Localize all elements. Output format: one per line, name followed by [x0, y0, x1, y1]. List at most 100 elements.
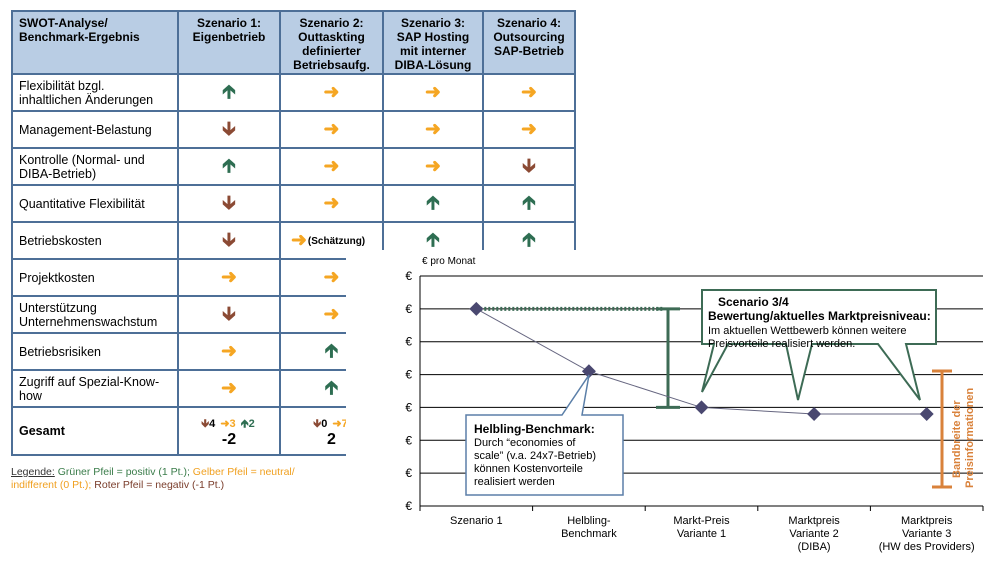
rating-cell: 🡳	[177, 184, 281, 223]
callout-text-line: scale” (v.a. 24x7-Betrieb)	[474, 450, 596, 462]
right-arrow-icon: ➜	[332, 417, 342, 430]
y-tick-label: €	[405, 433, 412, 447]
table-row: Quantitative Flexibilität 🡳 ➜ 🡱 🡱	[11, 184, 576, 223]
table-row: Flexibilität bzgl.inhaltlichen Änderunge…	[11, 73, 576, 112]
y-tick-label: €	[405, 400, 412, 414]
x-tick-label: Benchmark	[561, 528, 617, 540]
x-tick-label: Marktpreis	[788, 515, 840, 527]
score-scenario-2: 2	[327, 430, 336, 448]
header-line: Benchmark-Ergebnis	[19, 30, 140, 44]
right-arrow-icon: ➜	[323, 81, 340, 103]
x-tick-label: Variante 3	[902, 528, 951, 540]
callout-text-line: Im aktuellen Wettbewerb können weitere	[708, 325, 907, 337]
data-point-marker	[919, 407, 934, 421]
up-arrow-icon: 🡱	[324, 377, 339, 399]
legend-key: Legende:	[11, 466, 55, 478]
up-arrow-icon: 🡱	[426, 229, 440, 251]
up-arrow-icon: 🡱	[324, 340, 339, 362]
row-label: Management-Belastung	[11, 110, 179, 149]
header-scenario-1: Szenario 1: Eigenbetrieb	[177, 10, 281, 75]
rating-cell: ➜	[177, 332, 281, 371]
callout-text-line: können Kostenvorteile	[474, 463, 583, 475]
right-arrow-icon: ➜	[425, 155, 441, 177]
up-arrow-icon: 🡹	[240, 417, 249, 430]
table-header-row: SWOT-Analyse/ Benchmark-Ergebnis Szenari…	[11, 10, 576, 75]
right-arrow-icon: ➜	[425, 81, 441, 103]
right-arrow-icon: ➜	[425, 118, 441, 140]
rating-cell: ➜	[279, 147, 384, 186]
y-tick-label: €	[405, 499, 412, 513]
rating-cell: ➜	[279, 73, 384, 112]
header-line: SWOT-Analyse/	[19, 16, 108, 30]
x-tick-label: (DIBA)	[798, 541, 831, 553]
right-arrow-icon: ➜	[323, 266, 340, 288]
y-tick-label: €	[405, 269, 412, 283]
rating-cell: 🡱	[177, 73, 281, 112]
total-scenario-1: 🡻4 ➜3 🡹2 -2	[177, 406, 281, 456]
up-arrow-icon: 🡱	[522, 229, 536, 251]
right-arrow-icon: ➜	[221, 266, 237, 288]
right-arrow-icon: ➜	[221, 377, 237, 399]
down-arrow-icon: 🡻	[313, 417, 322, 430]
rating-cell: 🡱	[382, 184, 484, 223]
header-scenario-4: Szenario 4: Outsourcing SAP-Betrieb	[482, 10, 576, 75]
x-tick-label: Variante 1	[677, 528, 726, 540]
row-label: Quantitative Flexibilität	[11, 184, 179, 223]
data-point-marker	[581, 364, 596, 379]
down-arrow-icon: 🡳	[222, 303, 236, 325]
estimate-note: (Schätzung)	[307, 236, 366, 248]
down-arrow-icon: 🡳	[222, 118, 236, 140]
up-arrow-icon: 🡱	[426, 192, 440, 214]
callout-text-line: Helbling-Benchmark:	[474, 422, 595, 436]
price-band-label: Bandbreite der	[951, 400, 963, 478]
data-point-marker	[807, 407, 822, 421]
rating-cell: ➜	[482, 73, 576, 112]
up-arrow-icon: 🡱	[222, 155, 236, 177]
rating-cell: 🡳	[177, 110, 281, 149]
right-arrow-icon: ➜	[323, 155, 340, 177]
legend-yellow: Gelber Pfeil = neutral/ indifferent (0 P…	[11, 466, 295, 491]
callout-text-line: Bewertung/aktuelles Marktpreisniveau:	[708, 309, 931, 323]
x-tick-label: Marktpreis	[901, 515, 953, 527]
table-row: Management-Belastung 🡳 ➜ ➜ ➜	[11, 110, 576, 149]
right-arrow-icon: ➜	[323, 118, 340, 140]
scenario-callout-box	[701, 289, 937, 401]
right-arrow-icon: ➜	[291, 229, 307, 251]
down-arrow-icon: 🡻	[201, 417, 210, 430]
rating-cell: 🡱	[482, 184, 576, 223]
data-point-marker	[694, 400, 709, 415]
down-arrow-icon: 🡳	[222, 192, 236, 214]
score-scenario-1: -2	[221, 430, 237, 448]
legend: Legende: Grüner Pfeil = positiv (1 Pt.);…	[11, 466, 341, 492]
rating-cell: ➜	[279, 110, 384, 149]
right-arrow-icon: ➜	[323, 192, 340, 214]
y-tick-label: €	[405, 335, 412, 349]
right-arrow-icon: ➜	[323, 303, 340, 325]
callout-text-line: Preisvorteile realisiert werden.	[708, 338, 855, 350]
rating-cell: ➜	[382, 147, 484, 186]
rating-cell: ➜	[382, 110, 484, 149]
x-tick-label: Helbling-	[567, 515, 611, 527]
right-arrow-icon: ➜	[521, 118, 537, 140]
y-tick-label: €	[405, 368, 412, 382]
right-arrow-icon: ➜	[221, 340, 237, 362]
x-tick-label: Variante 2	[789, 528, 838, 540]
rating-cell: ➜	[382, 73, 484, 112]
down-arrow-icon: 🡳	[522, 155, 536, 177]
rating-cell: 🡱	[177, 147, 281, 186]
y-tick-label: €	[405, 302, 412, 316]
x-tick-label: Markt-Preis	[673, 515, 730, 527]
rating-cell: ➜	[482, 110, 576, 149]
rating-cell: ➜	[279, 184, 384, 223]
table-corner-header: SWOT-Analyse/ Benchmark-Ergebnis	[11, 10, 179, 75]
up-arrow-icon: 🡱	[222, 81, 236, 103]
price-band-label: Preisinformationen	[964, 387, 976, 488]
row-label: Betriebsrisiken	[11, 332, 179, 371]
row-label: Zugriff auf Spezial-Know-how	[11, 369, 179, 408]
header-scenario-2: Szenario 2: Outtaskting definierter Betr…	[279, 10, 384, 75]
